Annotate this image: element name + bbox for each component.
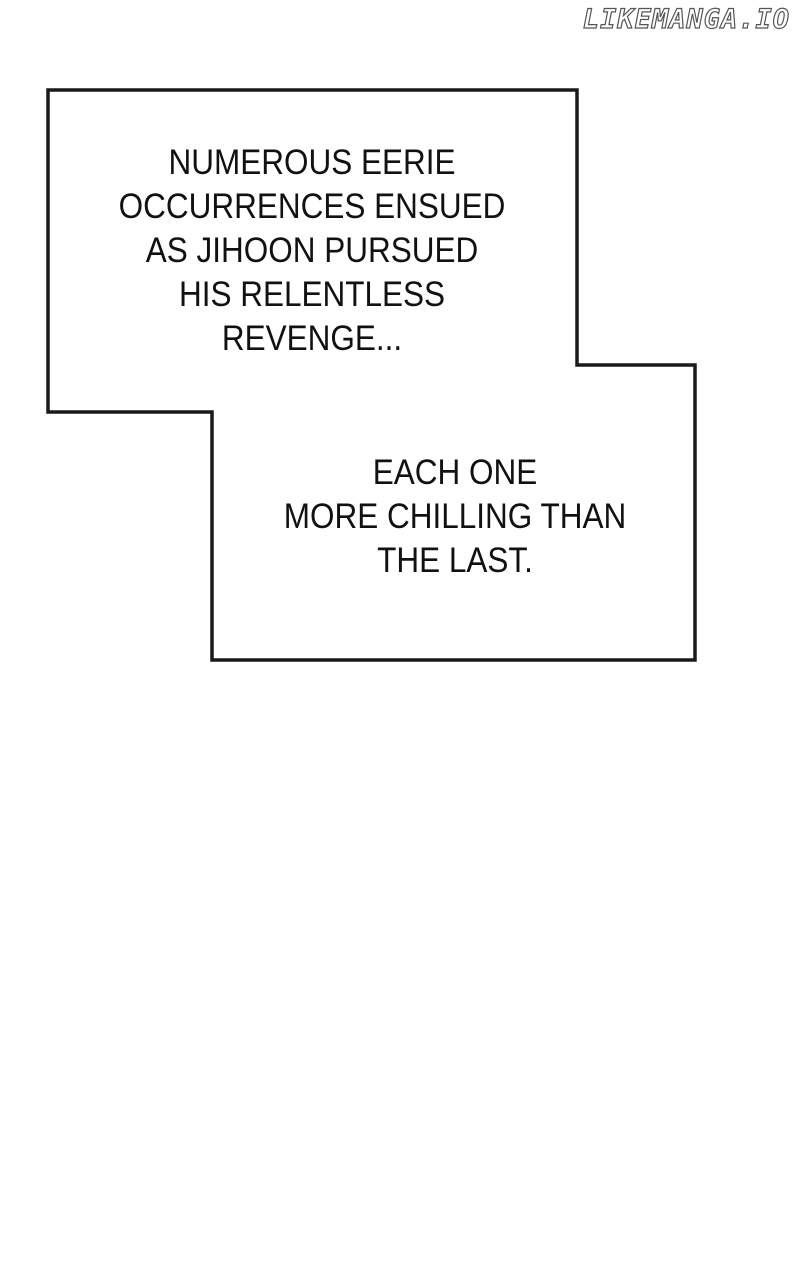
caption-line: OCCURRENCES ENSUED	[118, 187, 506, 226]
caption-line: AS JIHOON PURSUED	[145, 231, 479, 270]
caption-line: REVENGE...	[221, 319, 403, 358]
caption-line: THE LAST.	[377, 541, 533, 580]
watermark-logo: LIKEMANGA.IO	[582, 3, 790, 35]
caption-line: HIS RELENTLESS	[178, 275, 446, 314]
caption-text-1: NUMEROUS EERIE OCCURRENCES ENSUED AS JIH…	[87, 141, 537, 361]
caption-line: NUMEROUS EERIE	[168, 143, 456, 182]
caption-line: MORE CHILLING THAN	[283, 497, 627, 536]
caption-text-2: EACH ONE MORE CHILLING THAN THE LAST.	[230, 451, 680, 583]
caption-line: EACH ONE	[372, 453, 538, 492]
